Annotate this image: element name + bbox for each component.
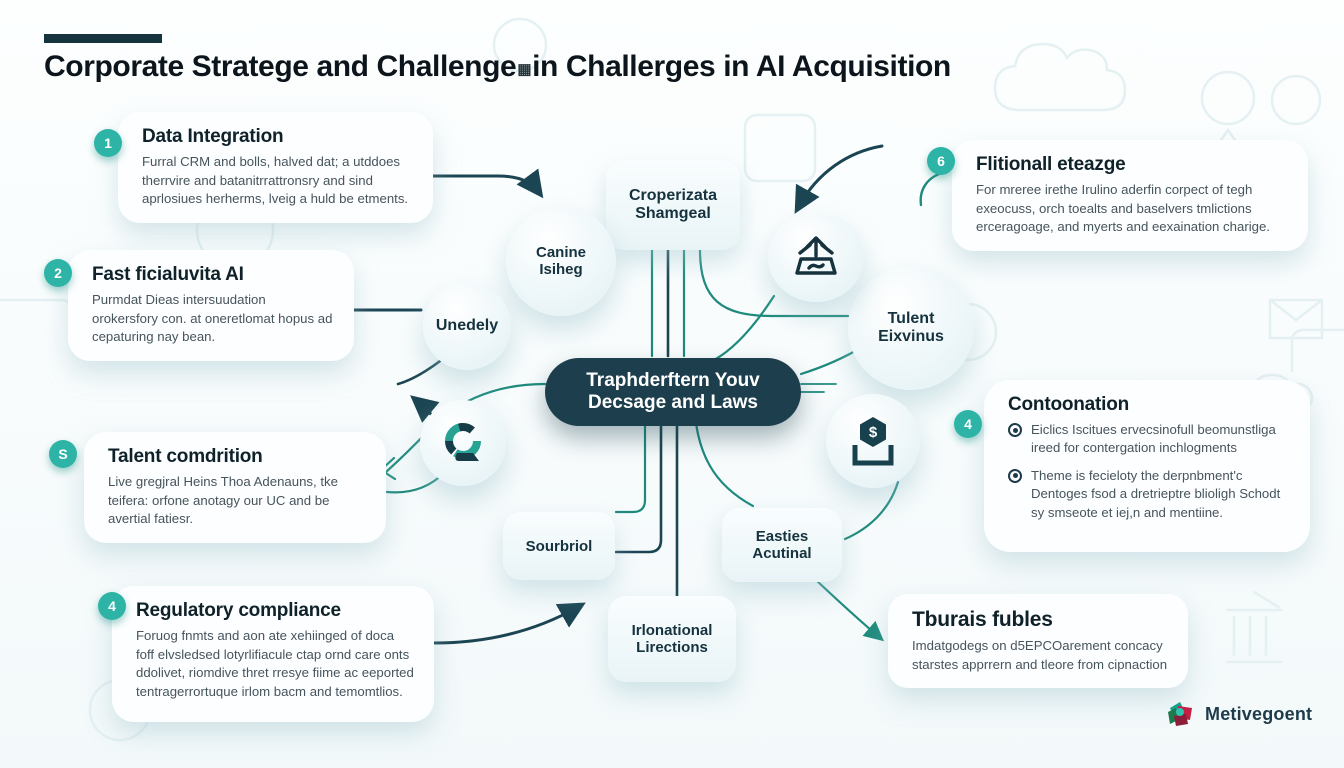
card-title: Contoonation	[1008, 394, 1130, 415]
cloud-icon	[993, 42, 1127, 112]
step-badge-6: 6	[927, 147, 955, 175]
header-accent-bar	[44, 34, 162, 43]
institution-upload-icon	[795, 236, 837, 275]
money-deposit-icon: $	[852, 417, 894, 466]
bank-icon	[1226, 590, 1282, 664]
card-data-integration: Data Integration Furral CRM and bolls, h…	[118, 112, 433, 224]
donut-chart-icon	[445, 423, 481, 461]
node-unedely: Unedely	[423, 282, 511, 370]
step-badge-3: S	[49, 440, 77, 468]
card-tburais-fubles: Tburais fubles Imdatgodegs on d5EPCOarem…	[888, 594, 1188, 689]
card-title: Fast ficialuvita AI	[92, 264, 244, 285]
card-body: Imdatgodegs on d5EPCOarement concacy sta…	[912, 638, 1168, 672]
step-badge-2: 2	[44, 259, 72, 287]
node-talent-exodus: Tulent Eixvinus	[848, 266, 974, 390]
envelope-icon	[1268, 298, 1324, 340]
title-glyph-icon: ▦	[517, 61, 532, 78]
step-badge-4: 4	[98, 592, 126, 620]
card-body: Furral CRM and bolls, halved dat; a utdd…	[142, 154, 409, 207]
card-regulatory-compliance: Regulatory compliance Foruog fnmts and a…	[112, 586, 434, 722]
pin-circle-icon	[1200, 70, 1256, 126]
card-title: Talent comdrition	[108, 446, 263, 467]
card-contoonation: Contoonation Eiclics Iscitues ervecsinof…	[984, 380, 1310, 552]
central-node: Traphderftern Youv Decsage and Laws	[545, 358, 801, 426]
contoonation-bullet-list: Eiclics Iscitues ervecsinofull beomunstl…	[1008, 421, 1290, 522]
logo-mark-icon	[1168, 702, 1192, 726]
card-title: Tburais fubles	[912, 608, 1053, 631]
bullet-item: Theme is fecieloty the derpnbment'c Dent…	[1008, 467, 1290, 522]
title-prefix: Corporate Stratege and Challenge	[44, 50, 517, 83]
svg-text:$: $	[869, 424, 878, 441]
bullet-text: Theme is fecieloty the derpnbment'c Dent…	[1031, 467, 1281, 520]
card-body: For mreree irethe Irulino aderfin corpec…	[976, 182, 1270, 235]
bullet-target-icon	[1008, 468, 1022, 483]
step-badge-1: 1	[94, 129, 122, 157]
chip-decor-icon	[743, 113, 817, 183]
node-croperizata: Croperizata Shamgeal	[606, 160, 740, 250]
card-body: Live gregjral Heins Thoa Adenauns, tke t…	[108, 474, 338, 527]
node-easties: Easties Acutinal	[722, 508, 842, 582]
bullet-item: Eiclics Iscitues ervecsinofull beomunstl…	[1008, 421, 1290, 458]
bullet-target-icon	[1008, 423, 1022, 437]
card-flitionall-eteazge: Flitionall eteazge For mreree irethe Iru…	[952, 140, 1308, 252]
bullet-text: Eiclics Iscitues ervecsinofull beomunstl…	[1031, 422, 1276, 456]
card-title: Data Integration	[142, 126, 284, 147]
page-title: Corporate Stratege and Challenge▦in Chal…	[44, 50, 951, 84]
node-funding: $	[826, 394, 920, 488]
card-talent-comdrition: Talent comdrition Live gregjral Heins Th…	[84, 432, 386, 544]
card-body: Foruog fnmts and aon ate xehiinged of do…	[136, 628, 414, 700]
card-body: Purmdat Dieas intersuudation orokersfory…	[92, 292, 333, 345]
card-title: Regulatory compliance	[136, 600, 341, 621]
node-sourbriol: Sourbriol	[503, 512, 615, 580]
card-title: Flitionall eteazge	[976, 154, 1126, 175]
logo-text: Metivegoent	[1205, 703, 1313, 724]
title-suffix: in Challerges in AI Acquisition	[532, 50, 951, 83]
brand-logo: Metivegoent	[1164, 698, 1312, 730]
node-canine: Canine Isiheg	[506, 206, 616, 316]
node-irlonational: Irlonational Lirections	[608, 596, 736, 682]
card-fast-ai: Fast ficialuvita AI Purmdat Dieas inters…	[68, 250, 354, 362]
step-badge-4-right: 4	[954, 410, 982, 438]
circle-decor-icon	[1270, 74, 1322, 126]
node-transition	[420, 400, 506, 486]
node-institution	[768, 212, 864, 302]
